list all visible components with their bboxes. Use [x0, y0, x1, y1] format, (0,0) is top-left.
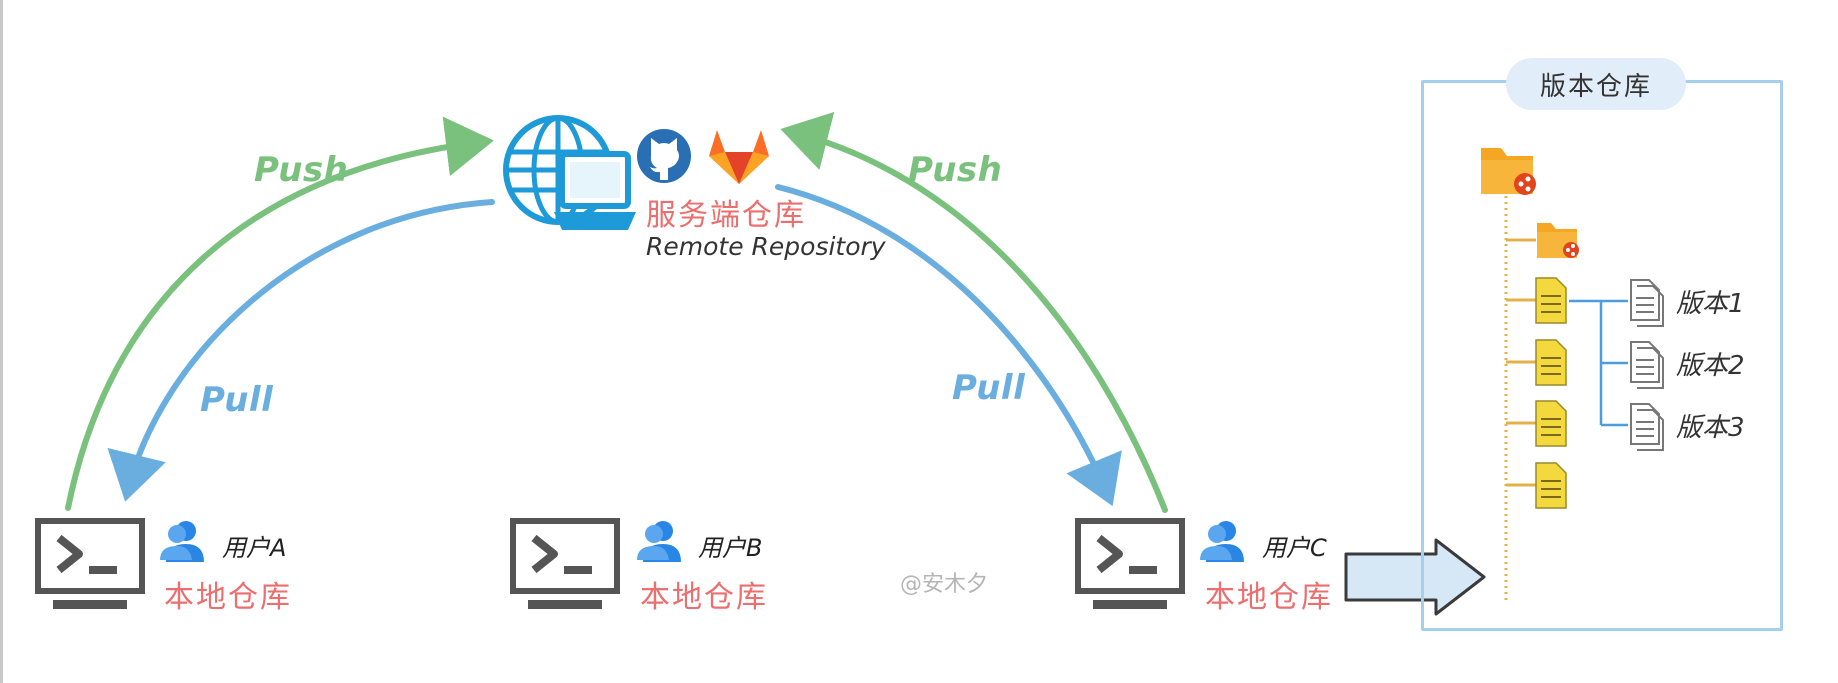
- version-3-label: 版本3: [1676, 413, 1745, 443]
- version-2-label: 版本2: [1676, 351, 1745, 381]
- document-icon: [1535, 277, 1567, 324]
- folder-icon: [1481, 148, 1536, 195]
- push-arrow-right: [780, 111, 1168, 513]
- document-icon: [1535, 339, 1567, 386]
- version-document-icon: [1630, 403, 1664, 451]
- user-b-local-repo-label: 本地仓库: [640, 580, 768, 615]
- terminal-icon: [510, 518, 620, 609]
- user-icon: [1200, 521, 1244, 562]
- globe-laptop-icon: [503, 115, 636, 230]
- version-tree: [1481, 148, 1664, 600]
- user-c-name: 用户C: [1262, 534, 1327, 562]
- remote-repo-cn-label: 服务端仓库: [646, 198, 806, 233]
- push-label-right: Push: [908, 150, 1003, 190]
- user-icon: [160, 521, 204, 562]
- to-version-repo-arrow: [1344, 538, 1486, 616]
- left-border: [0, 0, 3, 683]
- pull-label-right: Pull: [952, 368, 1026, 408]
- version-document-icon: [1630, 341, 1664, 389]
- watermark: @安木夕: [900, 572, 989, 597]
- user-a-name: 用户A: [222, 534, 287, 562]
- gitlab-icon: [709, 130, 769, 184]
- user-a-local-repo-label: 本地仓库: [164, 580, 292, 615]
- github-icon: [637, 129, 691, 183]
- user-c-local-repo-label: 本地仓库: [1205, 580, 1333, 615]
- pull-label-left: Pull: [200, 380, 274, 420]
- user-icon: [637, 521, 681, 562]
- document-icon: [1535, 400, 1567, 447]
- remote-repo-en-label: Remote Repository: [646, 232, 886, 261]
- version-document-icon: [1630, 279, 1664, 327]
- user-b-name: 用户B: [698, 534, 763, 562]
- push-label-left: Push: [254, 150, 349, 190]
- terminal-icon: [1075, 518, 1185, 609]
- version-1-label: 版本1: [1676, 289, 1745, 319]
- folder-icon: [1537, 223, 1579, 258]
- terminal-icon: [35, 518, 145, 609]
- push-arrow-left: [65, 116, 494, 511]
- version-repo-title: 版本仓库: [1506, 58, 1686, 110]
- document-icon: [1535, 462, 1567, 509]
- pull-arrow-left: [107, 199, 495, 502]
- pull-arrow-right: [775, 184, 1122, 507]
